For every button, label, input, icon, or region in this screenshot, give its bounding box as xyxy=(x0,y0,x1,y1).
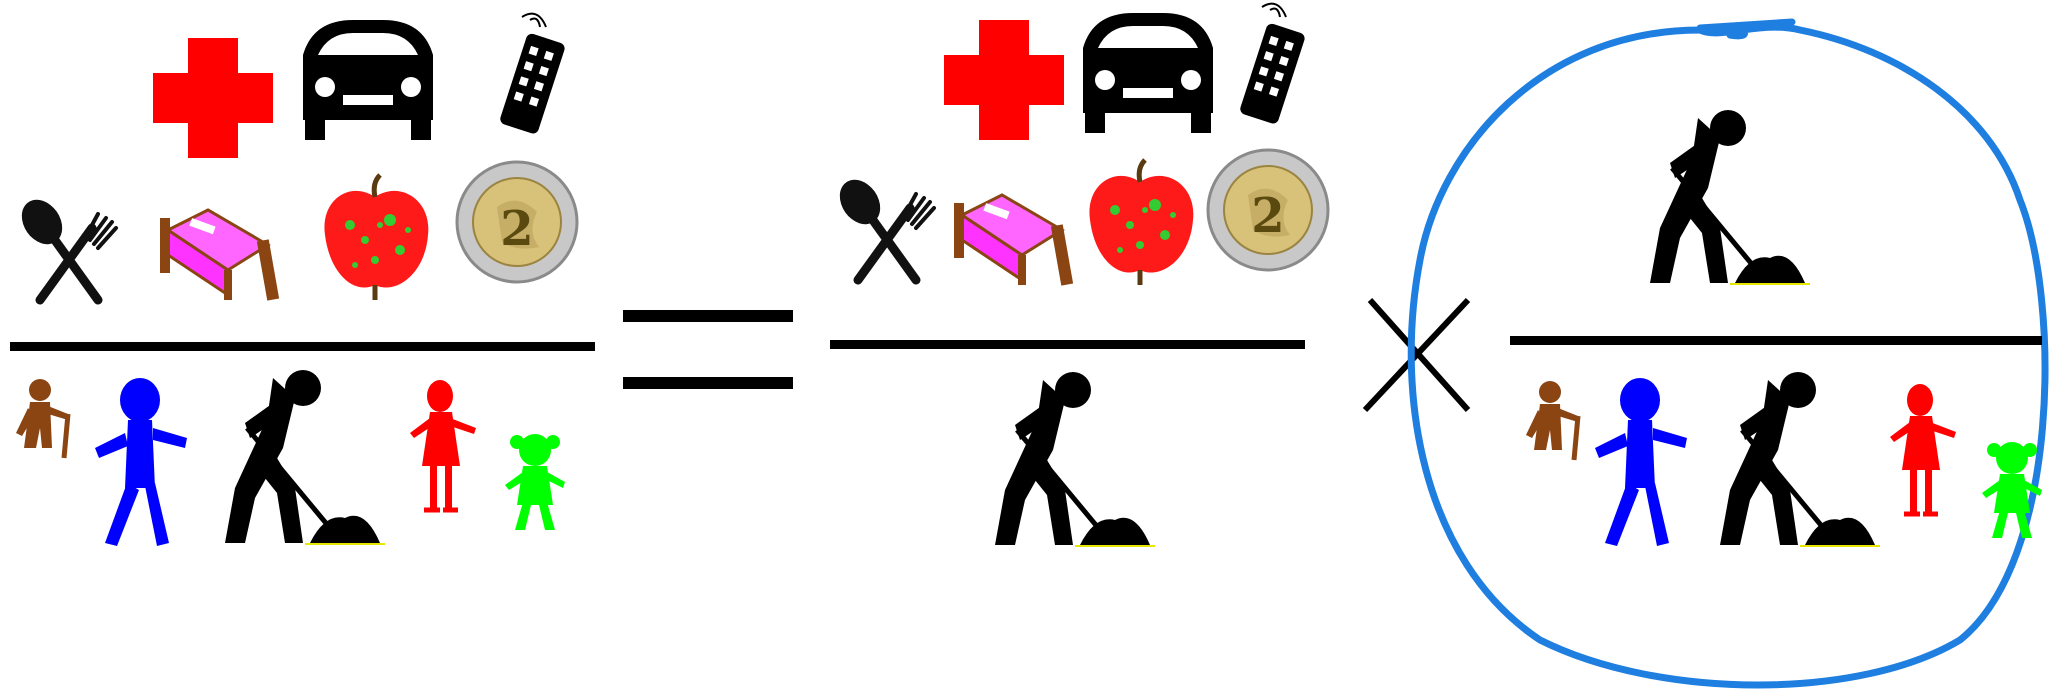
apple-icon xyxy=(1089,160,1193,285)
spoon-fork-icon xyxy=(831,172,934,280)
right-fraction xyxy=(1411,22,2045,685)
two-euro-coin-icon: 2 xyxy=(1208,150,1328,270)
spoon-fork-icon xyxy=(13,192,116,300)
child-icon xyxy=(505,434,565,530)
middle-denominator xyxy=(995,372,1155,546)
worker-digging-icon xyxy=(995,372,1155,546)
woman-icon xyxy=(1890,384,1956,514)
elderly-person-icon xyxy=(1526,381,1578,460)
man-icon xyxy=(95,378,187,546)
right-numerator xyxy=(1650,110,1810,284)
equals-sign xyxy=(623,310,793,389)
man-icon xyxy=(1595,378,1687,546)
child-icon xyxy=(1982,442,2042,538)
apple-icon xyxy=(324,175,428,300)
worker-digging-icon xyxy=(1720,372,1880,546)
bed-icon xyxy=(160,210,279,301)
left-fraction: 2 xyxy=(10,14,595,546)
worker-digging-icon xyxy=(1650,110,1810,284)
multiplication-sign xyxy=(1365,300,1468,410)
middle-numerator: 2 xyxy=(831,4,1328,286)
mobile-phone-icon xyxy=(499,14,566,135)
car-icon xyxy=(1083,13,1213,133)
coin-value-label: 2 xyxy=(1251,188,1284,244)
woman-icon xyxy=(410,380,476,510)
medical-cross-icon xyxy=(153,38,273,158)
left-numerator: 2 xyxy=(13,14,577,301)
mobile-phone-icon xyxy=(1239,4,1306,125)
right-fraction-bar xyxy=(1510,336,2042,345)
medical-cross-icon xyxy=(944,20,1064,140)
left-fraction-bar xyxy=(10,342,595,351)
left-denominator xyxy=(16,370,565,546)
two-euro-coin-icon: 2 xyxy=(457,162,577,282)
worker-digging-icon xyxy=(225,370,385,544)
bed-icon xyxy=(954,195,1073,286)
elderly-person-icon xyxy=(16,379,68,458)
middle-fraction: 2 xyxy=(830,4,1328,546)
coin-value-label: 2 xyxy=(500,201,533,257)
middle-fraction-bar xyxy=(830,340,1305,349)
right-denominator xyxy=(1526,372,2042,546)
car-icon xyxy=(303,20,433,140)
